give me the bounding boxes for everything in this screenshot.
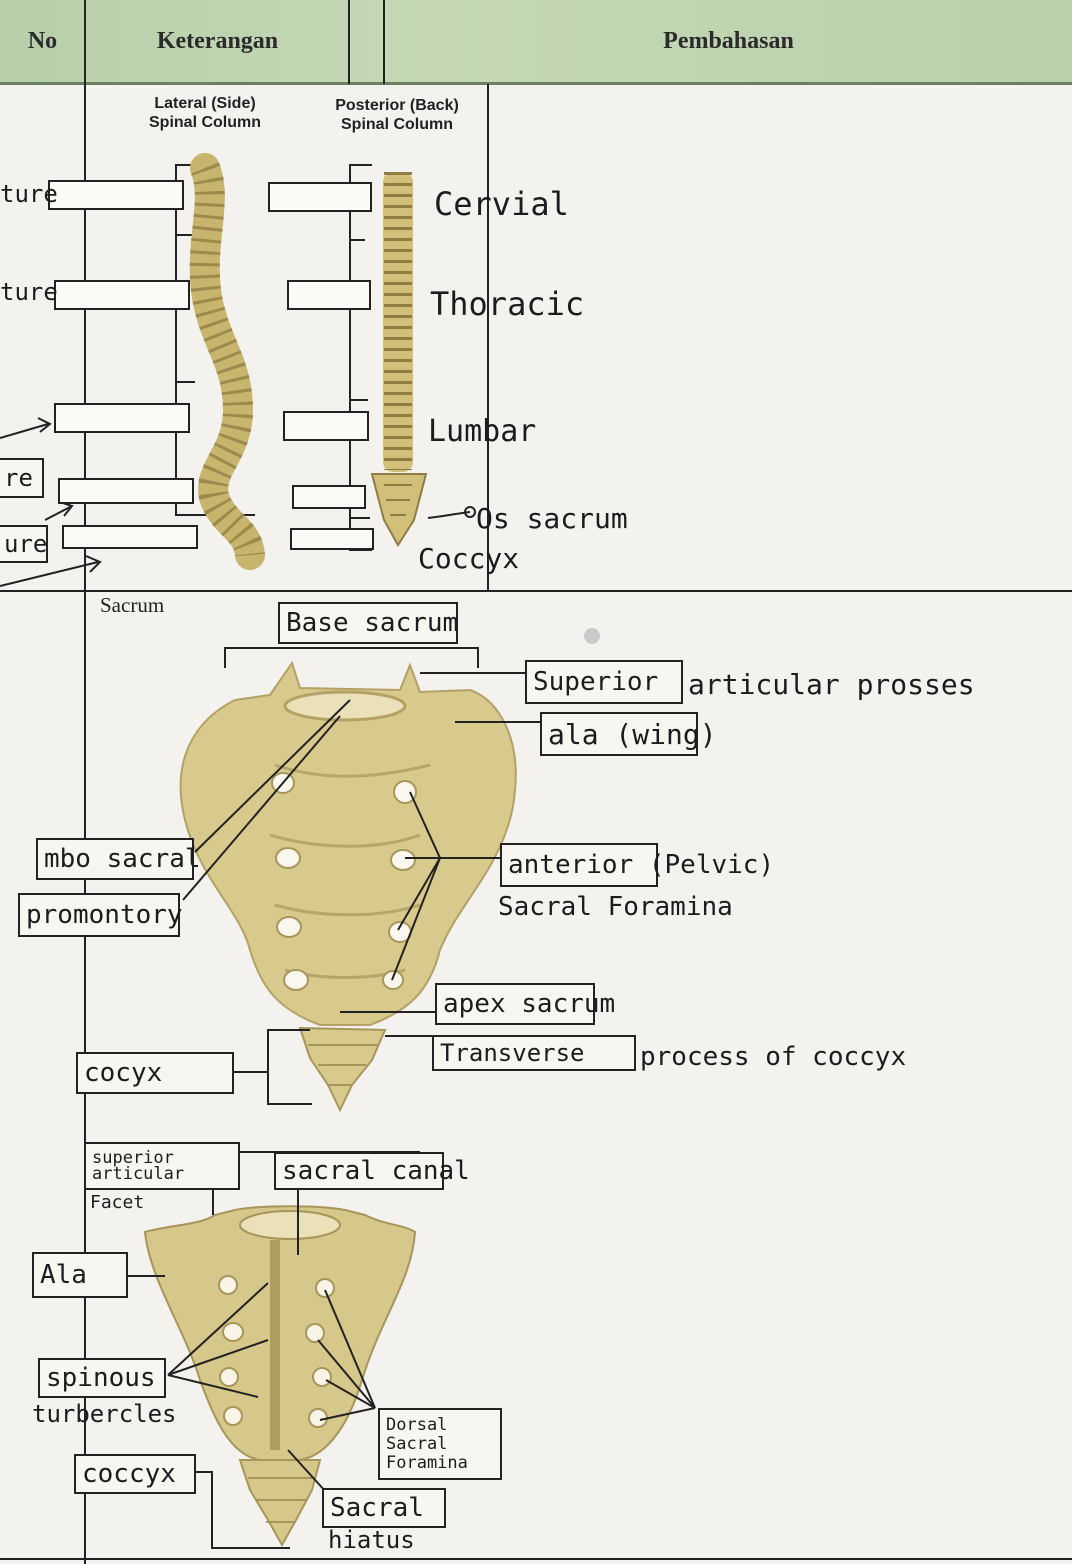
scan-mark-icon [584,628,600,644]
label-ala: Ala [32,1252,128,1298]
label-dorsal-sacral-foramina: Dorsal Sacral Foramina [378,1408,502,1480]
label-spinous: spinous [38,1358,166,1398]
label-hiatus: hiatus [328,1526,415,1554]
label-facet: Facet [90,1192,144,1213]
label-coccyx-posterior: coccyx [74,1454,196,1494]
label-tubercles: turbercles [32,1400,177,1428]
label-sacral-canal: sacral canal [274,1152,444,1190]
label-sacral-hiatus: Sacral [322,1488,446,1528]
label-superior-articular-facet-box: superior articular [84,1142,240,1190]
